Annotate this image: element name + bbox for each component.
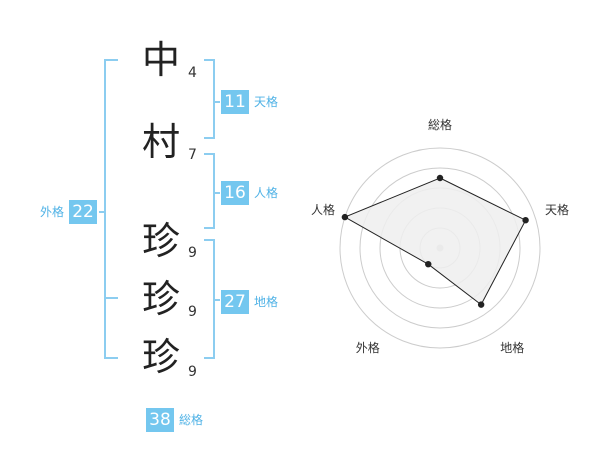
chikaku-bracket	[204, 239, 220, 359]
radar-axis-label-1: 総格	[428, 118, 453, 132]
soukaku-value: 38	[146, 408, 174, 432]
gaikaku-bracket	[99, 59, 118, 359]
radar-axis-label-2: 天格	[545, 203, 570, 217]
stroke-count-5: 9	[188, 364, 197, 380]
radar-polygon	[343, 177, 527, 306]
radar-axis-label-3: 地格	[500, 340, 525, 355]
name-char-2: 村	[141, 120, 180, 164]
name-char-1: 中	[141, 38, 180, 82]
radar-point-2	[522, 216, 529, 224]
radar-axis-label-4: 外格	[355, 340, 380, 355]
jinkaku-badge: 16 人格	[221, 181, 278, 205]
radar-axis-label-5: 人格	[311, 203, 336, 217]
stroke-count-1: 4	[188, 65, 197, 81]
chikaku-value: 27	[221, 290, 249, 314]
gaikaku-label: 外格	[40, 205, 65, 219]
tenkaku-label: 天格	[254, 95, 279, 109]
jinkaku-bracket	[204, 153, 220, 229]
tenkaku-badge: 11 天格	[221, 90, 278, 114]
radar-point-3	[477, 301, 485, 308]
gaikaku-badge: 22 外格	[40, 200, 98, 224]
radar-ring-5	[339, 147, 541, 349]
chikaku-badge: 27 地格	[221, 290, 278, 314]
soukaku-badge: 38 総格	[146, 408, 203, 432]
gaikaku-value: 22	[69, 200, 98, 224]
name-char-4: 珍	[141, 277, 180, 321]
radar-point-4	[425, 260, 432, 268]
stroke-count-2: 7	[188, 147, 197, 163]
radar-chart	[339, 147, 541, 349]
name-char-5: 珍	[141, 335, 180, 379]
chikaku-label: 地格	[254, 295, 279, 309]
tenkaku-bracket	[204, 59, 220, 139]
radar-point-1	[436, 174, 444, 182]
soukaku-label: 総格	[179, 413, 204, 427]
jinkaku-label: 人格	[254, 186, 279, 200]
radar-ring-4	[359, 167, 521, 329]
name-char-3: 珍	[141, 219, 180, 263]
jinkaku-value: 16	[221, 181, 249, 205]
stroke-count-3: 9	[188, 245, 197, 261]
radar-point-5	[341, 213, 349, 221]
tenkaku-value: 11	[221, 90, 249, 114]
stroke-count-4: 9	[188, 304, 197, 320]
bracket-lines	[99, 59, 220, 359]
